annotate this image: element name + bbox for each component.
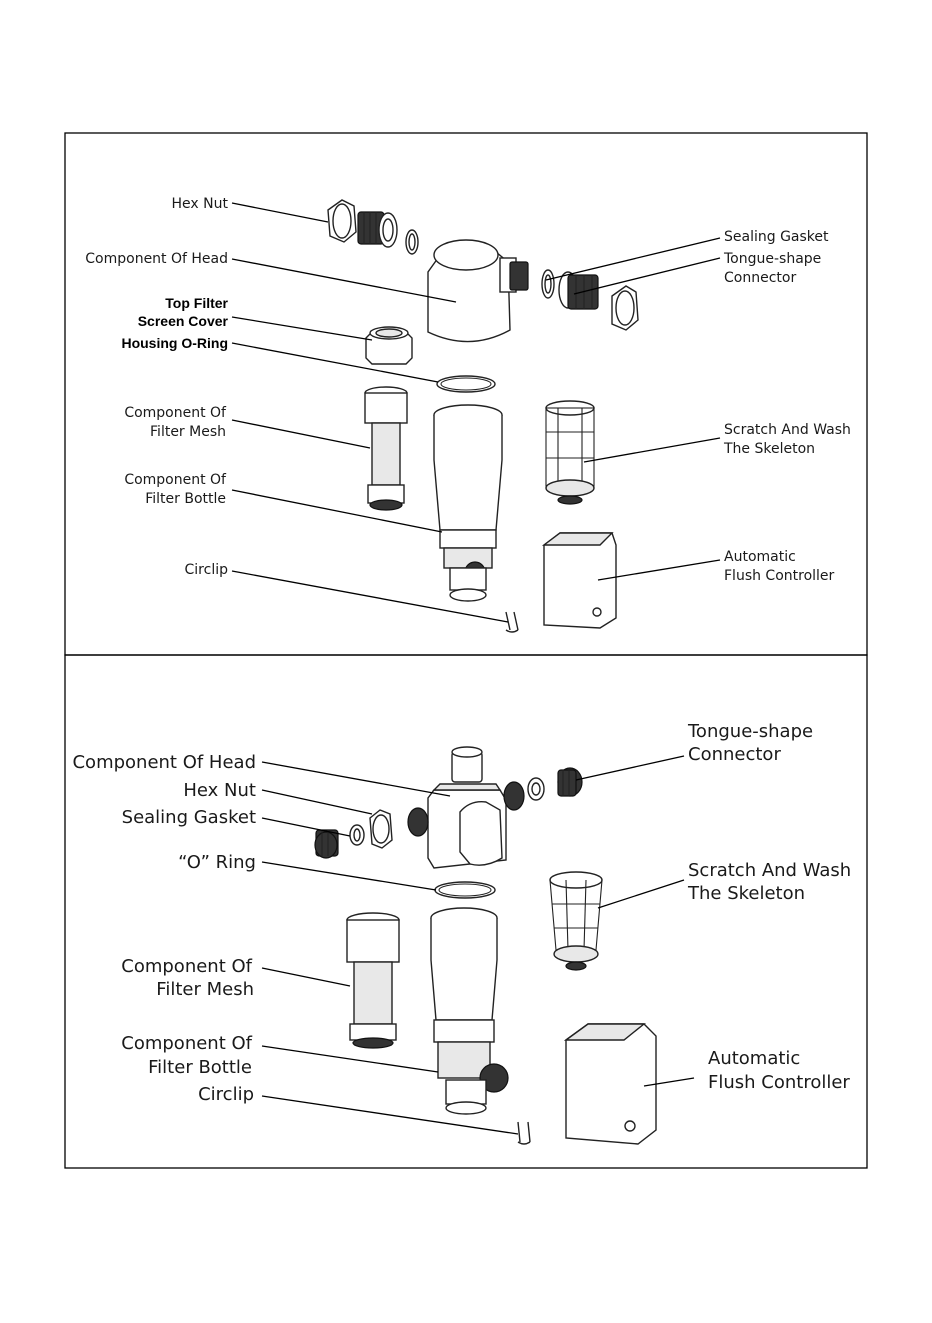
top-label-tongue-1: Tongue-shape [723,251,821,267]
bottom-label-filter-mesh-2: Filter Mesh [156,979,254,1000]
bottom-label-filter-mesh-1: Component Of [121,956,252,977]
top-hex-nut-left [327,199,357,243]
top-gasket-left [405,229,419,255]
top-label-hex-nut: Hex Nut [172,196,229,212]
bottom-flush-controller [563,1023,657,1145]
top-label-skeleton-2: The Skeleton [723,441,815,457]
bottom-label-tongue-2: Connector [688,744,781,765]
bottom-leader-lines [261,755,695,1135]
bottom-label-tongue-1: Tongue-shape [687,721,813,742]
top-o-ring [436,375,496,393]
top-filter-bottle [433,404,503,602]
bottom-label-skeleton-2: The Skeleton [687,883,805,904]
bottom-filter-mesh [346,912,400,1049]
top-screen-cover [365,326,413,365]
top-label-filter-mesh-2: Filter Mesh [150,424,226,440]
top-circlip [505,611,519,633]
bottom-label-o-ring: “O” Ring [178,852,256,873]
bottom-o-ring [434,881,496,899]
bottom-circlip [517,1121,531,1145]
top-head-component [427,239,529,343]
top-leader-lines [231,202,721,623]
top-label-component-of-head: Component Of Head [85,251,228,267]
bottom-label-sealing-gasket: Sealing Gasket [122,807,256,828]
bottom-skeleton [549,871,603,971]
bottom-tongue-connector [557,767,583,797]
bottom-label-hex-nut: Hex Nut [183,780,256,801]
top-label-flush-2: Flush Controller [724,568,835,584]
bottom-connector-left [314,829,339,859]
bottom-head-component [407,746,525,869]
top-label-tongue-2: Connector [724,270,796,286]
bottom-hex-nut-right [527,777,545,801]
bottom-sealing-gasket [349,824,365,846]
top-label-housing-o-ring: Housing O-Ring [121,335,228,351]
top-label-filter-bottle-2: Filter Bottle [145,491,226,507]
top-connector-right [558,271,599,310]
top-label-top-filter-1: Top Filter [165,295,228,311]
top-connector-left [357,211,398,248]
top-gasket-right [541,269,555,299]
top-skeleton [545,400,595,505]
bottom-filter-bottle [430,907,509,1115]
panel-bottom-frame [64,654,868,1169]
top-label-circlip: Circlip [185,562,229,578]
top-filter-mesh [364,386,408,511]
top-flush-controller [541,532,617,629]
bottom-label-filter-bottle-1: Component Of [121,1033,252,1054]
top-label-flush-1: Automatic [724,549,796,565]
top-label-top-filter-2: Screen Cover [138,313,229,329]
bottom-label-flush-1: Automatic [708,1048,800,1069]
top-label-filter-mesh-1: Component Of [124,405,227,421]
bottom-label-component-of-head: Component Of Head [72,752,256,773]
top-label-filter-bottle-1: Component Of [124,472,227,488]
top-label-skeleton-1: Scratch And Wash [724,422,851,438]
top-label-sealing-gasket: Sealing Gasket [724,229,829,245]
top-hex-nut-right [611,285,639,331]
bottom-label-skeleton-1: Scratch And Wash [688,860,851,881]
bottom-label-filter-bottle-2: Filter Bottle [148,1057,252,1078]
bottom-label-circlip: Circlip [198,1084,254,1105]
bottom-hex-nut-left [369,809,393,849]
bottom-label-flush-2: Flush Controller [708,1072,850,1093]
